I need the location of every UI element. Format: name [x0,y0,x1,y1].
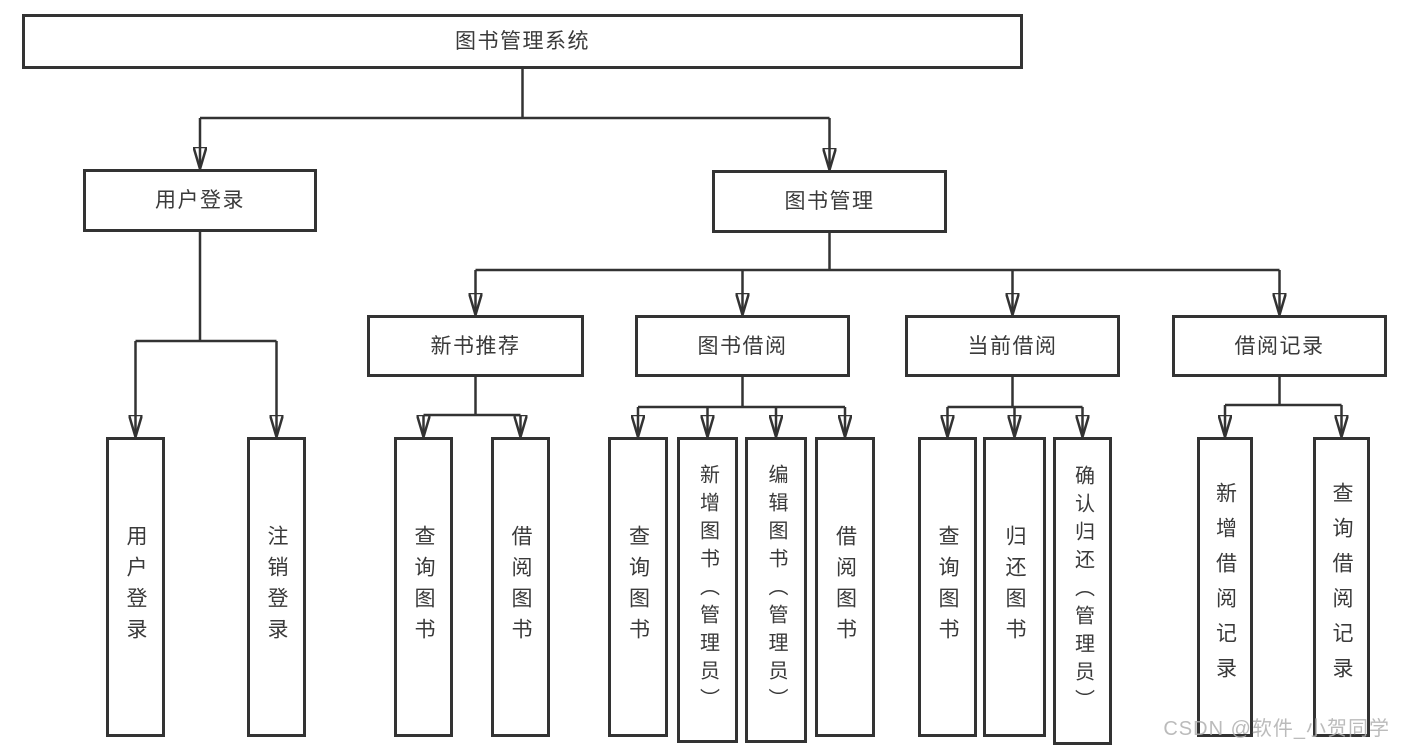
node-label: 查询借阅记录 [1330,482,1353,692]
node-label: 图书管理系统 [455,30,590,53]
node-label: 借阅记录 [1234,334,1325,358]
leaf-recommend-borrow-books: 借阅图书 [491,437,550,737]
node-library-management-system: 图书管理系统 [22,14,1023,69]
connector-current-trunk [947,377,1083,409]
node-new-book-recommend: 新书推荐 [367,315,584,377]
node-label: 图书管理 [784,190,875,213]
leaf-borrow-query-books: 查询图书 [608,437,668,737]
node-label: 借阅图书 [509,525,532,649]
leaf-query-borrow-record: 查询借阅记录 [1313,437,1370,737]
node-label: 用户登录 [124,525,147,649]
leaf-recommend-query-books: 查询图书 [394,437,453,737]
node-book-management: 图书管理 [712,170,947,233]
node-current-borrow: 当前借阅 [905,315,1120,377]
csdn-watermark: CSDN @软件_小贺同学 [1163,718,1390,740]
leaf-borrow-borrow-books: 借阅图书 [815,437,875,737]
node-label: 新增借阅记录 [1213,482,1237,692]
leaf-logout: 注销登录 [247,437,306,737]
connector-recommend-trunk [423,377,521,417]
node-label: 归还图书 [1003,525,1026,649]
leaf-confirm-return-admin: 确认归还（管理员） [1053,437,1112,745]
leaf-edit-book-admin: 编辑图书（管理员） [745,437,807,743]
node-label: 查询图书 [626,525,650,649]
leaf-current-query-books: 查询图书 [918,437,977,737]
node-user-login: 用户登录 [83,169,317,232]
node-label: 用户登录 [155,189,245,212]
node-label: 查询图书 [412,525,435,649]
leaf-add-borrow-record: 新增借阅记录 [1197,437,1253,737]
node-label: 新书推荐 [430,334,521,358]
leaf-return-book: 归还图书 [983,437,1046,737]
connector-borrow-trunk [638,377,845,409]
node-label: 编辑图书（管理员） [765,464,787,716]
connector-records-trunk [1225,377,1342,407]
leaf-add-book-admin: 新增图书（管理员） [677,437,738,743]
node-label: 借阅图书 [833,525,857,649]
node-label: 图书借阅 [697,334,788,358]
connector-book-management-trunk [475,233,1280,272]
node-label: 新增图书（管理员） [696,464,719,716]
node-label: 当前借阅 [967,334,1058,358]
node-book-borrow: 图书借阅 [635,315,850,377]
node-label: 查询图书 [936,525,959,649]
leaf-user-login: 用户登录 [106,437,165,737]
node-label: 确认归还（管理员） [1071,465,1094,717]
node-borrow-records: 借阅记录 [1172,315,1387,377]
connector-root-trunk [200,69,830,120]
node-label: 注销登录 [265,525,288,649]
connector-user-login-trunk [135,232,277,343]
